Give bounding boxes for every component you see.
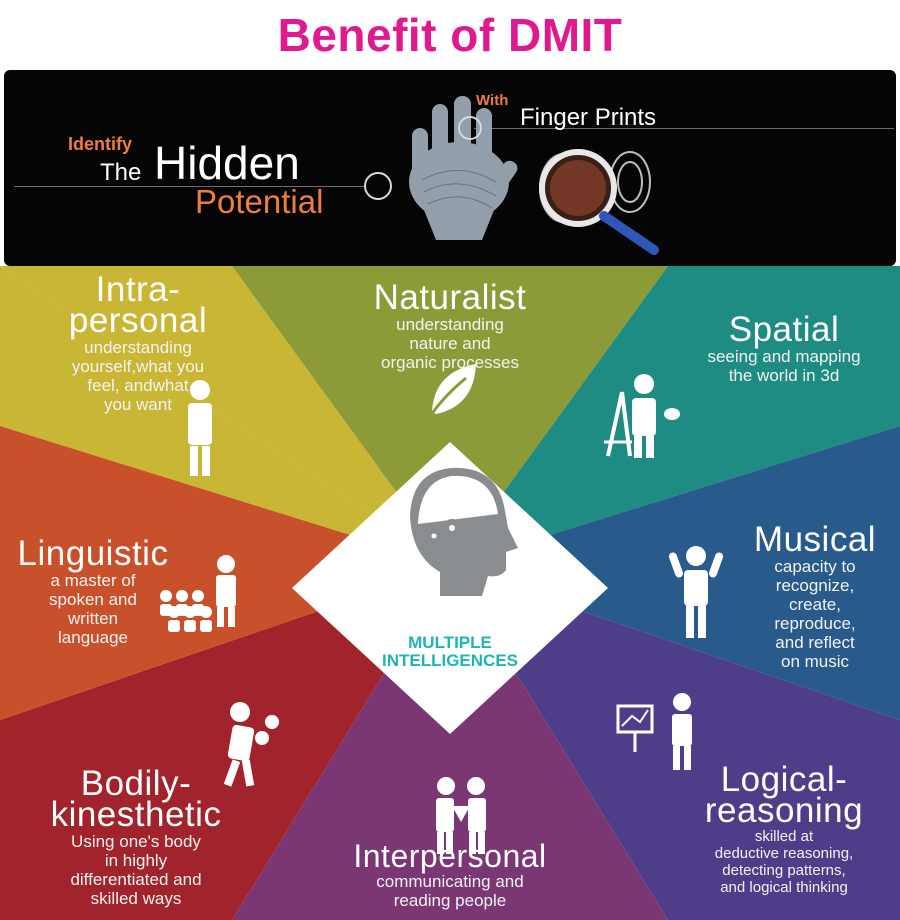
naturalist-label: Naturalist understanding nature and orga… — [340, 280, 560, 372]
banner-with-text: With — [476, 92, 509, 109]
logical-label: Logical- reasoning skilled at deductive … — [684, 762, 884, 896]
bodily-title-1: Bodily- — [80, 764, 192, 803]
spatial-title: Spatial — [728, 310, 840, 349]
boxer-icon — [223, 702, 279, 787]
banner-hidden-text: Hidden — [154, 137, 300, 189]
naturalist-desc-1: understanding — [396, 315, 504, 334]
intrapersonal-title-1: Intra- — [95, 270, 181, 309]
segment-intrapersonal-top — [0, 266, 450, 566]
intrapersonal-title-2: personal — [68, 301, 208, 340]
logical-desc-1: skilled at — [754, 828, 814, 845]
interpersonal-label: Interpersonal communicating and reading … — [332, 840, 568, 910]
bodily-label: Bodily- kinesthetic Using one's body in … — [36, 766, 236, 908]
naturalist-desc-2: nature and — [409, 334, 491, 353]
wheel-graphic — [0, 266, 900, 920]
center-label-line2: INTELLIGENCES — [381, 651, 518, 670]
spatial-desc-2: the world in 3d — [728, 366, 840, 385]
musical-desc-1: capacity to — [774, 557, 856, 576]
interpersonal-desc-1: communicating and — [376, 872, 524, 891]
magnifier-icon — [539, 149, 659, 255]
linguistic-desc-1: a master of — [50, 571, 136, 590]
intrapersonal-desc-4: you want — [103, 395, 173, 414]
painter-easel-icon — [604, 374, 680, 458]
leaf-icon — [428, 364, 476, 417]
presenter-chart-icon — [616, 693, 692, 770]
linguistic-title: Linguistic — [17, 534, 169, 573]
banner-divider-right — [474, 128, 894, 129]
bodily-title-2: kinesthetic — [50, 795, 222, 834]
musical-desc-3: create, — [789, 595, 841, 614]
thumb-print-marker-icon — [364, 172, 392, 200]
page-title: Benefit of DMIT — [277, 9, 623, 61]
hand-print-icon — [409, 96, 518, 240]
intrapersonal-desc-3: feel, andwhat — [87, 376, 189, 395]
person-thinking-icon — [188, 380, 212, 476]
two-people-icon — [436, 777, 486, 854]
naturalist-desc-3: organic processes — [381, 353, 519, 372]
logical-title-1: Logical- — [720, 760, 848, 799]
center-label-line1: MULTIPLE — [408, 633, 492, 652]
banner-identify-text: Identify — [68, 134, 133, 154]
finger-print-marker-icon — [458, 116, 482, 140]
multiple-intelligences-wheel: MULTIPLE INTELLIGENCES Intra- personal u… — [0, 266, 900, 920]
bodily-desc-3: differentiated and — [70, 870, 202, 889]
musical-desc-5: and reflect — [775, 633, 855, 652]
head-gears-icon — [410, 467, 518, 596]
segment-linguistic — [0, 426, 450, 720]
musical-label: Musical capacity to recognize, create, r… — [734, 522, 896, 671]
linguistic-label: Linguistic a master of spoken and writte… — [8, 536, 178, 647]
naturalist-title: Naturalist — [373, 278, 527, 317]
speaker-audience-icon — [160, 555, 236, 632]
musical-desc-6: on music — [780, 652, 850, 671]
intrapersonal-desc-1: understanding — [84, 338, 192, 357]
intrapersonal-label: Intra- personal understanding yourself,w… — [38, 272, 238, 414]
linguistic-desc-3: written — [67, 609, 119, 628]
banner-the-text: The — [100, 159, 142, 186]
segment-bodily — [0, 566, 450, 920]
bodily-desc-1: Using one's body — [71, 832, 201, 851]
musical-desc-4: reproduce, — [774, 614, 856, 633]
bodily-desc-2: in highly — [104, 851, 168, 870]
hero-banner: Identify The Hidden Potential With Finge… — [4, 70, 896, 266]
banner-illustration — [364, 96, 659, 255]
intrapersonal-desc-2: yourself,what you — [71, 357, 205, 376]
musical-desc-2: recognize, — [775, 576, 855, 595]
banner-divider-left — [14, 186, 364, 187]
linguistic-desc-4: language — [58, 628, 128, 647]
interpersonal-title: Interpersonal — [353, 838, 547, 874]
segment-interpersonal — [232, 566, 668, 920]
logical-title-2: reasoning — [704, 791, 864, 830]
linguistic-desc-2: spoken and — [49, 590, 137, 609]
spatial-desc-1: seeing and mapping — [707, 347, 861, 366]
banner-potential-text: Potential — [195, 183, 324, 220]
interpersonal-desc-2: reading people — [393, 891, 507, 910]
logical-desc-4: and logical thinking — [720, 879, 848, 896]
spatial-label: Spatial seeing and mapping the world in … — [676, 312, 892, 385]
banner-finger-prints-text: Finger Prints — [520, 104, 657, 131]
logical-desc-3: detecting patterns, — [722, 862, 846, 879]
singer-icon — [668, 546, 724, 638]
musical-title: Musical — [753, 520, 877, 559]
logical-desc-2: deductive reasoning, — [714, 845, 854, 862]
center-label: MULTIPLE INTELLIGENCES — [380, 634, 520, 670]
bodily-desc-4: skilled ways — [90, 889, 182, 908]
segment-naturalist — [232, 266, 668, 566]
